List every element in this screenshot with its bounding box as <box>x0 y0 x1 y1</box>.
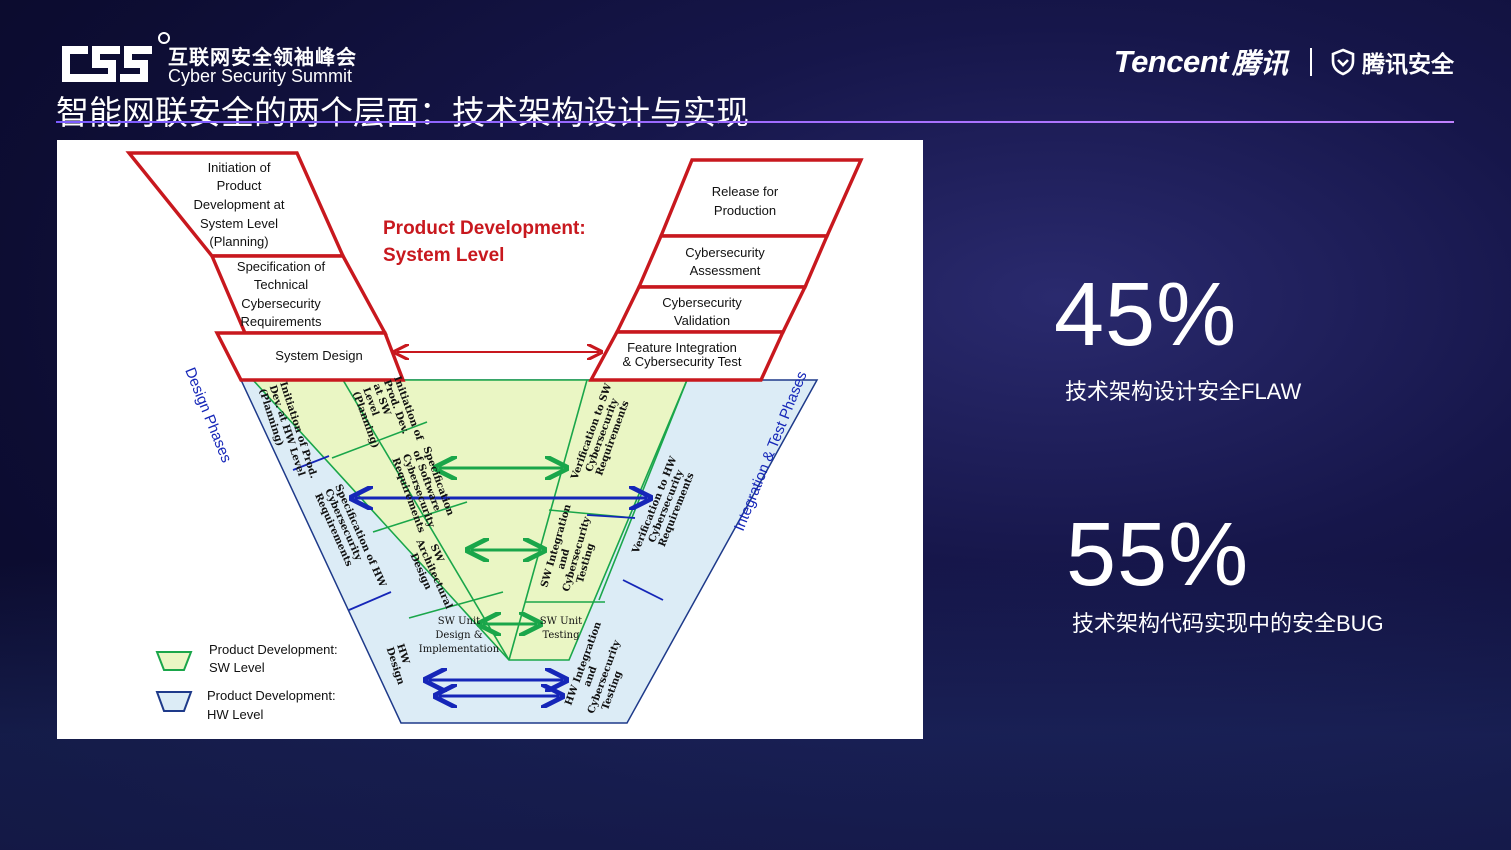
box-feature-integration <box>588 330 786 382</box>
release-line-1: Release for <box>712 184 779 199</box>
legend-sw-line-1: Product Development: <box>209 642 338 657</box>
spec-line-4: Requirements <box>241 314 322 329</box>
feature-integration-line-2: & Cybersecurity Test <box>623 354 742 369</box>
release-line-2: Production <box>714 203 776 218</box>
legend-sw-line-2: SW Level <box>209 660 265 675</box>
box-assessment <box>636 234 830 289</box>
stat-implementation-label: 技术架构代码实现中的安全BUG <box>1072 611 1384 636</box>
title-underline <box>56 121 1454 123</box>
system-design-label: System Design <box>275 348 362 363</box>
css-logo-icon <box>62 46 152 82</box>
sw-unit-test-line-1: SW Unit <box>540 616 582 627</box>
design-phases-label: Design Phases <box>181 365 235 465</box>
brand-divider <box>1310 48 1312 76</box>
stat-implementation-bug: 55% <box>1066 510 1249 600</box>
brand-security: 腾讯安全 <box>1362 51 1454 77</box>
shield-icon <box>1331 48 1355 76</box>
sw-integ-line-2: and <box>556 548 572 571</box>
initiation-line-5: (Planning) <box>209 234 268 249</box>
logo-dot-icon <box>158 32 170 44</box>
brand-tencent: Tencent <box>1113 44 1229 79</box>
legend-hw-line-1: Product Development: <box>207 688 336 703</box>
sw-unit-line-1: SW Unit <box>438 616 480 627</box>
legend-hw-swatch <box>155 691 193 712</box>
page-title: 智能网联安全的两个层面：技术架构设计与实现 <box>56 94 749 131</box>
sw-unit-line-3: Implementation <box>419 644 500 655</box>
spec-line-3: Cybersecurity <box>241 296 321 311</box>
initiation-line-1: Initiation of <box>208 160 271 175</box>
box-system-design <box>214 331 406 382</box>
sw-unit-line-2: Design & <box>435 630 482 641</box>
initiation-line-4: System Level <box>200 216 278 231</box>
stat-implementation-value: 55% <box>1066 505 1250 605</box>
validation-line-2: Validation <box>674 313 730 328</box>
logo-english-text: Cyber Security Summit <box>168 66 353 86</box>
logo-chinese-text: 互联网安全领袖峰会 <box>168 47 357 69</box>
initiation-line-2: Product <box>217 178 262 193</box>
system-level-heading-1: Product Development: <box>383 218 586 239</box>
v-model-diagram: Product Development: System Level Initia… <box>57 140 923 739</box>
assessment-line-1: Cybersecurity <box>685 245 765 260</box>
system-level-heading-2: System Level <box>383 245 504 266</box>
legend-hw-line-2: HW Level <box>207 707 263 722</box>
spec-line-1: Specification of <box>237 259 326 274</box>
validation-line-1: Cybersecurity <box>662 295 742 310</box>
stat-design-label: 技术架构设计安全FLAW <box>1065 379 1302 404</box>
tencent-brand: Tencent 腾讯 腾讯安全 <box>1114 44 1454 80</box>
sw-level-region <box>251 379 689 661</box>
legend-sw-swatch <box>155 651 193 671</box>
spec-line-2: Technical <box>254 277 308 292</box>
sw-unit-test-line-2: Testing <box>542 630 580 641</box>
stat-design-flaw: 45% <box>1054 270 1237 360</box>
stat-design-value: 45% <box>1054 265 1238 365</box>
initiation-line-3: Development at <box>193 197 284 212</box>
assessment-line-2: Assessment <box>690 263 761 278</box>
brand-tencent-cn: 腾讯 <box>1231 48 1288 79</box>
feature-integration-line-1: Feature Integration <box>627 340 737 355</box>
